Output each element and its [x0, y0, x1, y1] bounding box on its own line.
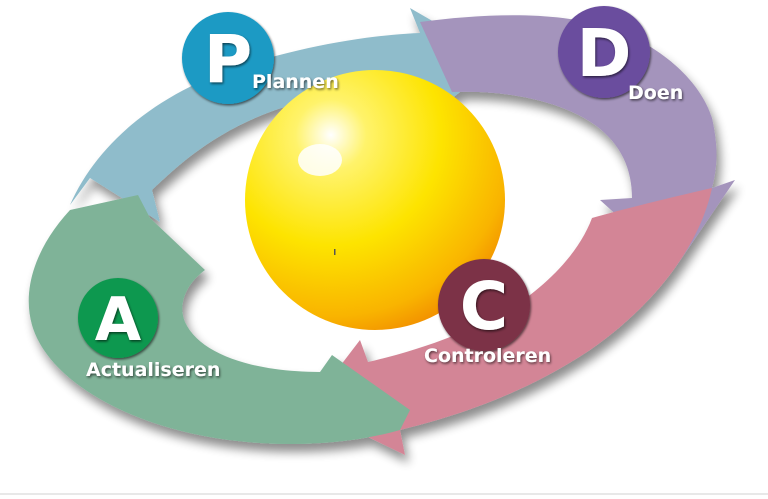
plan-badge [182, 12, 274, 104]
check-badge [438, 259, 530, 351]
sphere-mark [334, 249, 336, 255]
plan-label: Plannen [252, 71, 339, 93]
check-label: Controleren [424, 345, 551, 367]
act-letter: A [95, 285, 142, 355]
do-node: D Doen [558, 6, 683, 104]
plan-letter: P [204, 21, 252, 98]
act-arrow [28, 195, 410, 445]
do-badge [558, 6, 650, 98]
center-sphere [245, 70, 505, 330]
do-letter: D [577, 15, 632, 92]
act-label: Actualiseren [86, 359, 220, 381]
plan-node: P Plannen [182, 12, 339, 104]
act-node: A Actualiseren [78, 278, 220, 381]
sphere-highlight [298, 144, 342, 176]
check-node: C Controleren [424, 259, 551, 367]
act-badge [78, 278, 158, 358]
plan-arrow [70, 8, 500, 222]
do-label: Doen [628, 82, 683, 104]
check-letter: C [460, 268, 508, 345]
